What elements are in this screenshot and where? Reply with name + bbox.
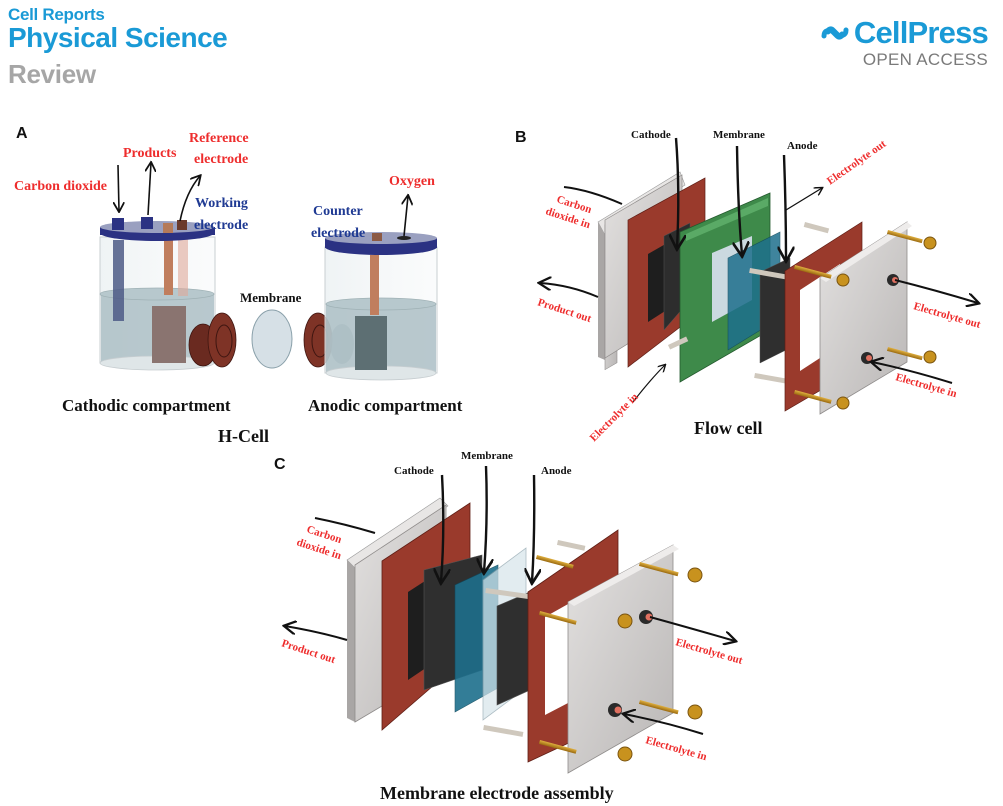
panel-letter-b: B [515, 129, 527, 146]
label-anode-c: Anode [541, 465, 572, 477]
journal-name: Cell Reports Physical Science [8, 5, 228, 53]
arrow-icon [484, 465, 487, 572]
caption-cathodic: Cathodic compartment [62, 396, 231, 415]
label-counter-2: electrode [311, 226, 365, 241]
arrow-icon [649, 616, 735, 641]
arrow-icon [785, 188, 822, 211]
panel-c: C [274, 450, 744, 803]
h-cell-arrows [118, 163, 408, 237]
mea-arrows [285, 465, 735, 735]
flow-cell-arrows [540, 137, 978, 403]
arrow-icon [894, 279, 978, 303]
arrow-icon [532, 474, 534, 582]
arrow-icon [148, 163, 151, 216]
arrow-icon [118, 164, 119, 211]
panel-b: B [515, 129, 982, 444]
arrow-icon [540, 283, 599, 298]
caption-anodic: Anodic compartment [308, 396, 463, 415]
label-product-out-c: Product out [280, 637, 337, 666]
arrow-icon [563, 186, 623, 205]
journal-name-line2: Physical Science [8, 22, 228, 53]
label-membrane-b: Membrane [713, 129, 765, 141]
label-electrolyte-out-b-top: Electrolyte out [825, 138, 889, 188]
arrow-icon [737, 145, 742, 255]
panel-b-title: Flow cell [694, 418, 762, 438]
open-access-label: OPEN ACCESS [862, 50, 988, 69]
label-electrolyte-in-b-bottom: Electrolyte in [588, 391, 641, 444]
label-counter-1: Counter [313, 204, 363, 219]
arrow-icon [314, 517, 376, 534]
label-working-1: Working [195, 196, 248, 211]
arrow-icon [404, 196, 408, 237]
label-membrane-c: Membrane [461, 450, 513, 462]
label-electrolyte-out-b-right: Electrolyte out [912, 300, 982, 331]
label-cathode-c: Cathode [394, 465, 434, 477]
arrow-icon [179, 176, 200, 222]
label-working-2: electrode [194, 218, 248, 233]
panel-a: A [14, 125, 463, 446]
flow-cell-illustration [597, 171, 937, 415]
mea-illustration [346, 497, 703, 774]
label-oxygen: Oxygen [389, 174, 435, 189]
panel-letter-a: A [16, 125, 28, 142]
arrow-icon [872, 362, 953, 384]
arrow-icon [441, 474, 443, 582]
label-reference-1: Reference [189, 131, 249, 146]
publisher-name: CellPress [853, 15, 989, 50]
publisher-logo: CellPress OPEN ACCESS [820, 15, 989, 70]
label-cathode-b: Cathode [631, 129, 671, 141]
label-reference-2: electrode [194, 152, 248, 167]
journal-name-line1: Cell Reports [8, 5, 105, 24]
arrow-icon [784, 154, 786, 260]
arrow-icon [676, 137, 678, 248]
label-membrane-a: Membrane [240, 290, 302, 305]
label-carbon-dioxide: Carbon dioxide [14, 179, 107, 194]
panel-a-title: H-Cell [218, 426, 269, 446]
panel-letter-c: C [274, 456, 286, 473]
label-product-out-b: Product out [536, 296, 593, 325]
cellpress-logo-icon [821, 25, 849, 40]
arrow-icon [285, 626, 348, 641]
label-products: Products [123, 146, 177, 161]
arrow-icon [632, 365, 665, 403]
panel-c-title: Membrane electrode assembly [380, 783, 614, 803]
arrow-icon [624, 714, 704, 735]
anodic-compartment-illustration [324, 232, 438, 381]
label-anode-b: Anode [787, 140, 818, 152]
article-type: Review [8, 59, 96, 89]
label-electrolyte-in-c: Electrolyte in [644, 734, 708, 763]
